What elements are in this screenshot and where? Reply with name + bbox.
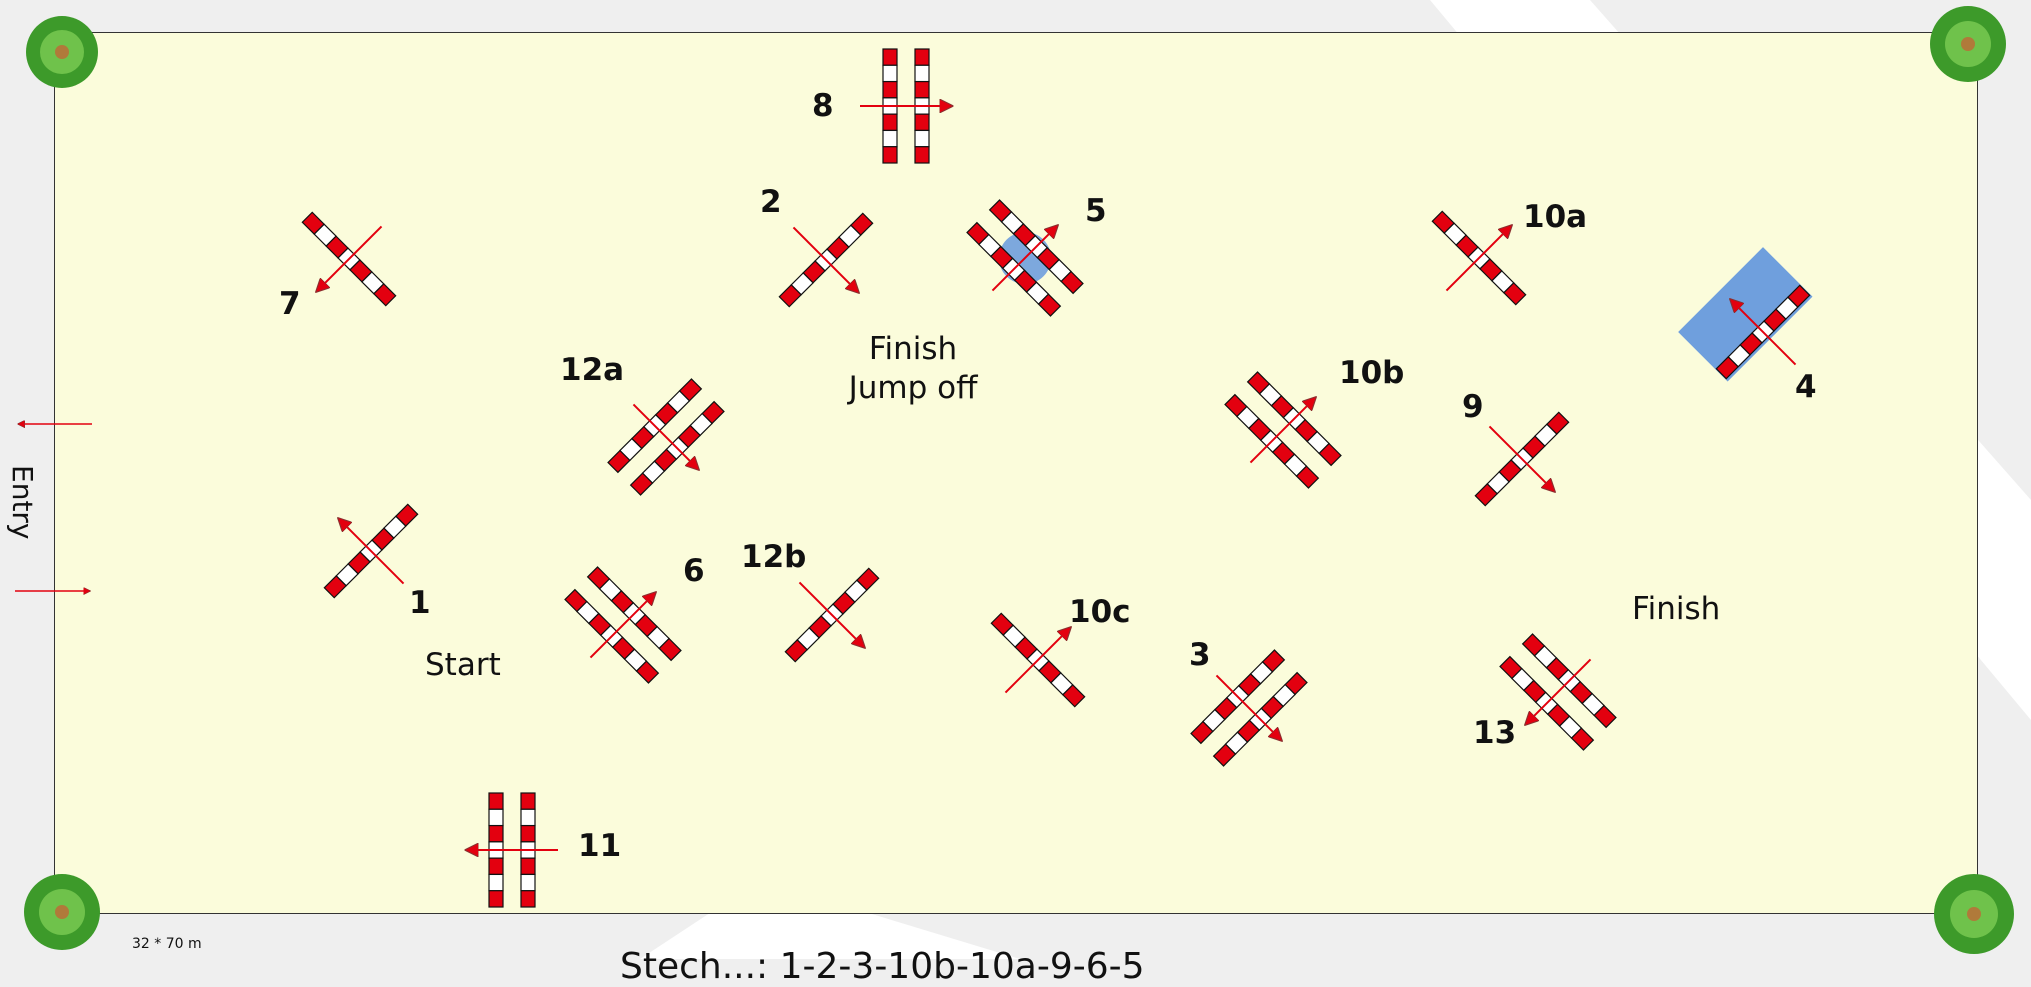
fence-8	[860, 48, 952, 164]
start-label: Start	[425, 647, 501, 683]
jumpoff-sequence: Stech...: 1-2-3-10b-10a-9-6-5	[620, 946, 1145, 987]
jump-number-2: 2	[760, 184, 782, 220]
fence-7	[301, 211, 397, 307]
fence-3	[1190, 649, 1308, 767]
fence-2	[778, 212, 874, 308]
direction-arrow-icon	[1004, 627, 1070, 694]
jump-number-10a: 10a	[1523, 199, 1588, 235]
jump-number-3: 3	[1189, 637, 1211, 673]
direction-arrow-icon	[316, 225, 383, 291]
direction-arrow-icon	[1525, 658, 1592, 724]
jump-number-9: 9	[1462, 389, 1484, 425]
jump-number-6: 6	[683, 553, 705, 589]
jump-number-11: 11	[578, 828, 622, 864]
jump-number-7: 7	[279, 286, 301, 322]
direction-arrow-icon	[1215, 674, 1281, 740]
fence-10b	[1224, 371, 1342, 489]
fence-10c	[990, 612, 1086, 708]
finish-jumpoff-line2: Jump off	[848, 369, 978, 406]
jump-number-4: 4	[1795, 369, 1817, 405]
finish-jumpoff-line1: Finish	[868, 331, 958, 367]
tree-icon	[1930, 6, 2006, 82]
tree-icon	[1934, 874, 2014, 954]
fence-6	[564, 566, 682, 684]
fence-4	[1678, 247, 1813, 382]
fence-9	[1474, 411, 1570, 507]
jump-number-12b: 12b	[741, 539, 807, 575]
direction-arrow-icon	[589, 592, 655, 659]
direction-arrow-icon	[991, 225, 1057, 292]
jump-number-1: 1	[409, 585, 431, 621]
fence-5	[966, 199, 1084, 317]
direction-arrow-icon	[632, 403, 698, 469]
arena-dimensions: 32 * 70 m	[132, 936, 202, 952]
tree-icon	[24, 874, 100, 950]
jump-number-13: 13	[1473, 715, 1517, 751]
finish-jumpoff-label: Finish Jump off	[838, 330, 988, 408]
tree-icon	[26, 16, 98, 88]
course-diagram	[15, 6, 2014, 954]
fence-10a	[1431, 210, 1527, 306]
jump-number-5: 5	[1085, 193, 1107, 229]
fence-13	[1499, 633, 1617, 751]
fence-1	[323, 503, 419, 599]
arena	[54, 32, 1978, 914]
direction-arrow-icon	[1488, 425, 1554, 491]
direction-arrow-icon	[792, 226, 858, 292]
fence-11	[466, 792, 558, 908]
direction-arrow-icon	[1730, 299, 1797, 366]
fence-12b	[784, 567, 880, 663]
direction-arrow-icon	[798, 581, 864, 647]
jump-number-8: 8	[812, 88, 834, 124]
direction-arrow-icon	[1445, 225, 1511, 292]
direction-arrow-icon	[1249, 397, 1315, 464]
jump-number-10b: 10b	[1339, 355, 1405, 391]
jump-number-12a: 12a	[560, 352, 625, 388]
direction-arrow-icon	[338, 518, 405, 585]
fence-12a	[607, 378, 725, 496]
jump-number-10c: 10c	[1069, 594, 1131, 630]
finish-label: Finish	[1632, 591, 1721, 627]
entry-label: Entry	[6, 465, 39, 540]
